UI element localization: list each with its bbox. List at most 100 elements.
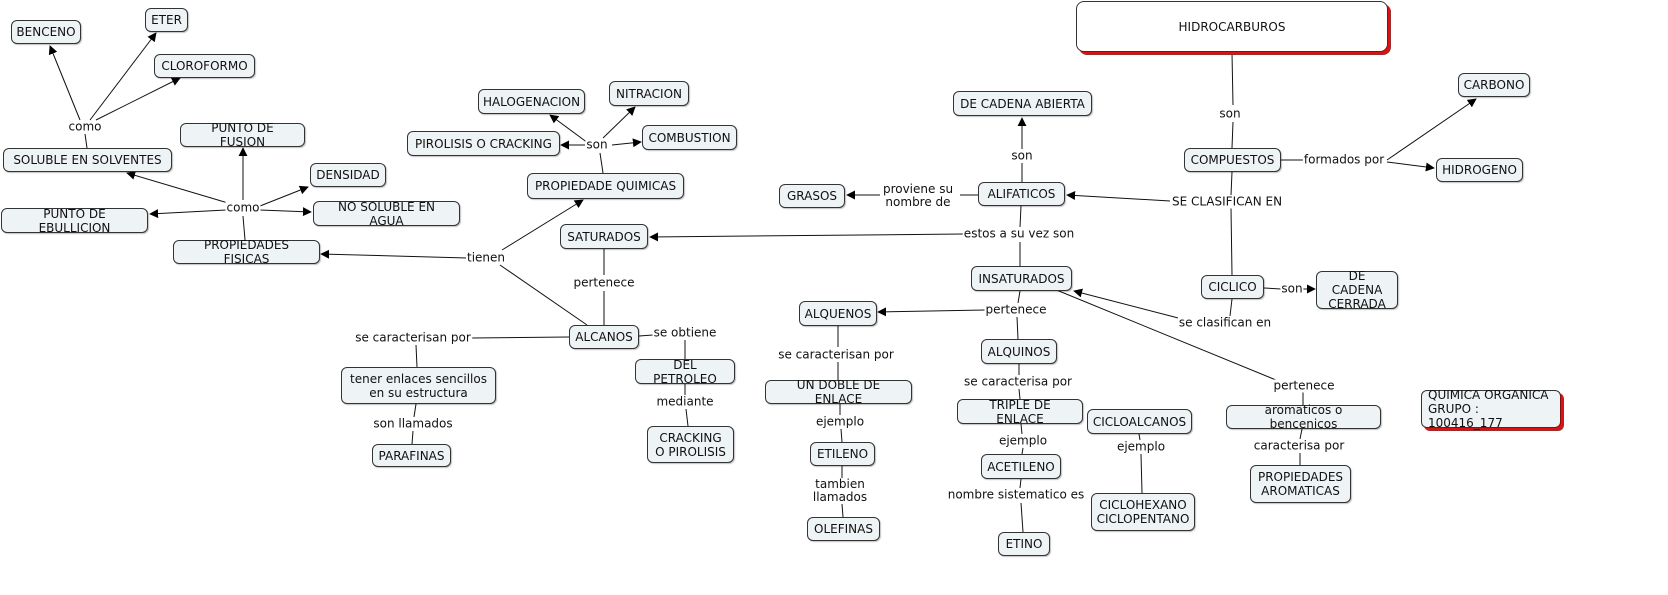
link-label-como: como bbox=[67, 119, 103, 134]
line-connector bbox=[471, 336, 570, 339]
arrow-connector bbox=[649, 232, 965, 242]
line-connector bbox=[638, 334, 654, 337]
concept-de-cadena-cerrada[interactable]: DE CADENA CERRADA bbox=[1316, 269, 1398, 311]
arrow-connector bbox=[259, 207, 312, 217]
concept-etino[interactable]: ETINO bbox=[998, 532, 1050, 556]
concept-del-petroleo[interactable]: DEL PETROLEO bbox=[635, 358, 735, 386]
concept-insaturados[interactable]: INSATURADOS bbox=[971, 266, 1072, 291]
link-label-ejemplo: ejemplo bbox=[997, 433, 1049, 448]
link-label-son: son bbox=[1218, 106, 1242, 121]
line-connector bbox=[1138, 433, 1141, 441]
line-connector bbox=[841, 503, 844, 518]
concept-un-doble-de-enlace[interactable]: UN DOBLE DE ENLACE bbox=[765, 378, 912, 406]
link-label-pertenece: pertenece bbox=[572, 275, 636, 290]
concept-alifaticos[interactable]: ALIFATICOS bbox=[978, 182, 1065, 206]
line-connector bbox=[84, 133, 88, 149]
line-connector bbox=[242, 215, 246, 241]
line-connector bbox=[1018, 388, 1021, 400]
line-connector bbox=[1020, 502, 1024, 533]
arrow-connector bbox=[611, 138, 642, 148]
concept-de-cadena-abierta[interactable]: DE CADENA ABIERTA bbox=[953, 91, 1092, 116]
concept-combustion[interactable]: COMBUSTION bbox=[642, 125, 737, 150]
arrow-connector bbox=[1386, 161, 1435, 172]
line-connector bbox=[1231, 121, 1234, 149]
link-label-estos-a-su-vez-son: estos a su vez son bbox=[962, 226, 1076, 241]
arrow-connector bbox=[89, 32, 157, 121]
concept-punto-de-fusion[interactable]: PUNTO DE FUSION bbox=[180, 121, 305, 149]
concept-acetileno[interactable]: ACETILENO bbox=[981, 454, 1061, 479]
link-label-son-llamados: son llamados bbox=[372, 416, 454, 431]
concept-hidrocarburos[interactable]: HIDROCARBUROS bbox=[1076, 1, 1388, 52]
concept-cracking-o-pirolisis[interactable]: CRACKING O PIROLISIS bbox=[647, 426, 734, 463]
line-connector bbox=[499, 264, 588, 326]
arrow-connector bbox=[877, 307, 986, 317]
concept-ciclohexano-ciclopentano[interactable]: CICLOHEXANO CICLOPENTANO bbox=[1091, 493, 1195, 531]
line-connector bbox=[840, 428, 843, 443]
line-connector bbox=[1231, 52, 1234, 106]
concept-densidad[interactable]: DENSIDAD bbox=[310, 163, 386, 187]
concept-ciclico[interactable]: CICLICO bbox=[1201, 275, 1264, 299]
line-connector bbox=[685, 408, 689, 427]
link-label-se-clasifican-en: se clasifican en bbox=[1177, 315, 1273, 330]
quimica-organica-note[interactable]: QUIMICA ORGANICA GRUPO : 100416_177 bbox=[1421, 388, 1561, 430]
line-connector bbox=[1299, 428, 1303, 440]
link-label-como: como bbox=[225, 200, 261, 215]
concept-alquinos[interactable]: ALQUINOS bbox=[981, 339, 1057, 364]
link-label-se-clasifican-en: SE CLASIFICAN EN bbox=[1170, 194, 1284, 209]
concept-no-soluble-en-agua[interactable]: NO SOLUBLE EN AGUA bbox=[313, 200, 460, 228]
arrow-connector bbox=[1386, 98, 1477, 161]
concept-eter[interactable]: ETER bbox=[145, 8, 188, 32]
line-connector bbox=[1230, 171, 1233, 196]
line-connector bbox=[1020, 423, 1023, 435]
concept-propiedades-aromaticas[interactable]: PROPIEDADES AROMATICAS bbox=[1250, 465, 1351, 503]
link-label-son: son bbox=[1010, 148, 1034, 163]
concept-parafinas[interactable]: PARAFINAS bbox=[372, 444, 451, 467]
link-label-mediante: mediante bbox=[655, 394, 715, 409]
line-connector bbox=[411, 430, 414, 445]
link-label-formados-por: formados por bbox=[1302, 152, 1386, 167]
link-label-ejemplo: ejemplo bbox=[1115, 439, 1167, 454]
arrow-connector bbox=[259, 185, 309, 207]
link-label-proviene-su-nombre-de: proviene su nombre de bbox=[881, 182, 955, 209]
concept-cloroformo[interactable]: CLOROFORMO bbox=[154, 54, 255, 78]
concept-halogenacion[interactable]: HALOGENACION bbox=[478, 89, 585, 114]
link-label-se-caracterisan-por: se caracterisan por bbox=[354, 330, 472, 345]
line-connector bbox=[1229, 298, 1233, 317]
line-connector bbox=[1019, 478, 1022, 489]
concept-triple-de-enlace[interactable]: TRIPLE DE ENLACE bbox=[957, 398, 1083, 426]
arrow-connector bbox=[501, 199, 584, 251]
link-label-se-obtiene: se obtiene bbox=[652, 325, 718, 340]
concept-nitracion[interactable]: NITRACION bbox=[609, 81, 689, 106]
concept-olefinas[interactable]: OLEFINAS bbox=[807, 517, 880, 541]
arrow-connector bbox=[1073, 288, 1187, 321]
concept-propiedades-fisicas[interactable]: PROPIEDADES FISICAS bbox=[173, 238, 320, 266]
concept-etileno[interactable]: ETILENO bbox=[810, 442, 875, 466]
arrow-connector bbox=[149, 209, 227, 219]
concept-alquenos[interactable]: ALQUENOS bbox=[799, 301, 877, 326]
link-label-se-caracterisan-por: se caracterisan por bbox=[777, 347, 895, 362]
line-connector bbox=[1016, 316, 1019, 340]
concept-compuestos[interactable]: COMPUESTOS bbox=[1184, 148, 1281, 172]
concept-cicloalcanos[interactable]: CICLOALCANOS bbox=[1087, 409, 1192, 434]
concept-grasos[interactable]: GRASOS bbox=[779, 184, 845, 208]
line-connector bbox=[599, 152, 604, 174]
concept-aromaticos-o-bencenicos[interactable]: aromaticos o bencenicos bbox=[1226, 403, 1381, 431]
concept-carbono[interactable]: CARBONO bbox=[1458, 73, 1530, 97]
concept-punto-de-ebullicion[interactable]: PUNTO DE EBULLICION bbox=[1, 207, 148, 235]
link-label-ejemplo: ejemplo bbox=[814, 414, 866, 429]
concept-alcanos[interactable]: ALCANOS bbox=[569, 325, 639, 349]
concept-tener-enlaces-sencillos[interactable]: tener enlaces sencillos en su estructura bbox=[341, 367, 496, 404]
link-label-tambien-llamados: tambien llamados bbox=[811, 477, 869, 504]
concept-hidrogeno[interactable]: HIDROGENO bbox=[1436, 158, 1523, 182]
concept-propiedade-quimicas[interactable]: PROPIEDADE QUIMICAS bbox=[527, 173, 684, 199]
arrow-connector bbox=[48, 45, 81, 121]
concept-benceno[interactable]: BENCENO bbox=[11, 20, 81, 44]
concept-soluble-en-solventes[interactable]: SOLUBLE EN SOLVENTES bbox=[3, 148, 172, 172]
link-label-se-caracterisa-por: se caracterisa por bbox=[963, 374, 1073, 389]
concept-pirolisis-o-cracking[interactable]: PIROLISIS O CRACKING bbox=[407, 131, 560, 156]
link-label-tienen: tienen bbox=[465, 250, 507, 265]
link-label-pertenece: pertenece bbox=[1272, 378, 1336, 393]
link-label-son: son bbox=[1280, 281, 1304, 296]
concept-saturados[interactable]: SATURADOS bbox=[560, 224, 648, 249]
